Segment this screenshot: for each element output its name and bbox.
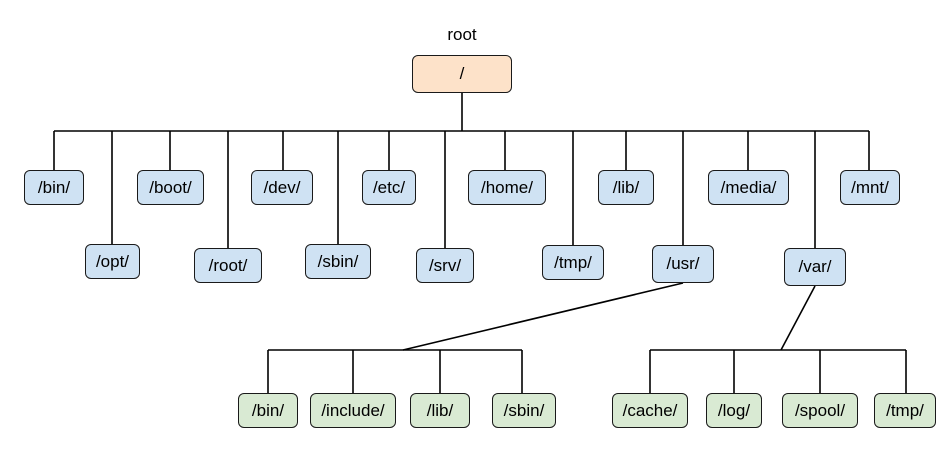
node-var[interactable]: /var/	[784, 248, 846, 286]
node-var-tmp[interactable]: /tmp/	[874, 393, 936, 428]
node-usr-bin[interactable]: /bin/	[238, 393, 298, 428]
node-boot[interactable]: /boot/	[137, 170, 204, 205]
node-opt[interactable]: /opt/	[85, 244, 140, 279]
node-dev[interactable]: /dev/	[251, 170, 313, 205]
node-usr[interactable]: /usr/	[652, 245, 714, 283]
node-sbin[interactable]: /sbin/	[305, 244, 371, 279]
node-lib[interactable]: /lib/	[598, 170, 654, 205]
root-caption: root	[447, 25, 477, 44]
node-root-home[interactable]: /root/	[194, 248, 262, 283]
node-home[interactable]: /home/	[468, 170, 546, 205]
node-mnt[interactable]: /mnt/	[840, 170, 900, 205]
node-tmp[interactable]: /tmp/	[542, 245, 604, 280]
node-root[interactable]: /	[412, 55, 512, 93]
node-usr-sbin[interactable]: /sbin/	[492, 393, 556, 428]
node-var-log[interactable]: /log/	[706, 393, 762, 428]
usr-diagonal	[402, 282, 684, 351]
node-srv[interactable]: /srv/	[416, 248, 474, 283]
node-usr-lib[interactable]: /lib/	[410, 393, 470, 428]
node-var-spool[interactable]: /spool/	[782, 393, 858, 428]
node-etc[interactable]: /etc/	[362, 170, 416, 205]
node-media[interactable]: /media/	[708, 170, 789, 205]
node-var-cache[interactable]: /cache/	[612, 393, 688, 428]
node-usr-include[interactable]: /include/	[310, 393, 396, 428]
var-diagonal	[780, 285, 816, 351]
node-bin[interactable]: /bin/	[24, 170, 84, 205]
